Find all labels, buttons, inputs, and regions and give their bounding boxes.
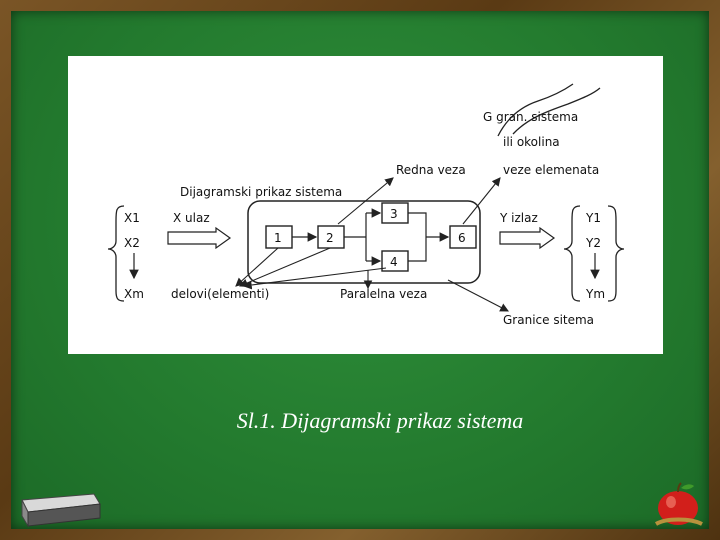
figure-caption: Sl.1. Dijagramski prikaz sistema <box>0 408 720 434</box>
series-link-label: Redna veza <box>396 163 466 177</box>
element-1-label: 1 <box>274 231 282 245</box>
output-brace-right <box>608 206 624 301</box>
input-x2: X2 <box>124 236 140 250</box>
output-arrow <box>500 228 554 248</box>
pointer-borders <box>448 280 508 311</box>
output-y2: Y2 <box>585 236 601 250</box>
input-brace <box>108 206 124 301</box>
input-x1: X1 <box>124 211 140 225</box>
input-xm: Xm <box>124 287 144 301</box>
output-y1: Y1 <box>585 211 601 225</box>
pointer-part-1 <box>236 248 278 286</box>
diagram-title: Dijagramski prikaz sistema <box>180 185 342 199</box>
element-2-label: 2 <box>326 231 334 245</box>
system-diagram: G gran. sistema ili okolina Redna veza v… <box>68 56 663 354</box>
input-arrow <box>168 228 230 248</box>
parts-label: delovi(elementi) <box>171 287 269 301</box>
input-label: X ulaz <box>173 211 210 225</box>
element-4-label: 4 <box>390 255 398 269</box>
element-3-label: 3 <box>390 207 398 221</box>
parallel-join <box>408 213 426 261</box>
output-label: Y izlaz <box>499 211 538 225</box>
output-ym: Ym <box>585 287 605 301</box>
output-brace-left <box>564 206 580 301</box>
boundary-label-2: ili okolina <box>503 135 560 149</box>
diagram-figure: G gran. sistema ili okolina Redna veza v… <box>68 56 663 354</box>
parallel-link-label: Paralelna veza <box>340 287 427 301</box>
boundary-label-1: G gran. sistema <box>483 110 578 124</box>
system-borders-label: Granice sitema <box>503 313 594 327</box>
apple-icon <box>648 478 708 530</box>
eraser-icon <box>14 490 102 530</box>
element-links-label: veze elemenata <box>503 163 599 177</box>
element-6-label: 6 <box>458 231 466 245</box>
